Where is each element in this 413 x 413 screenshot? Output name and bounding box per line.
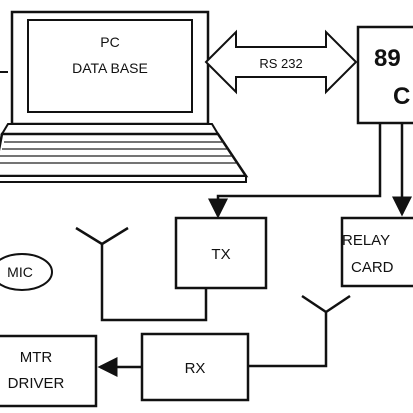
rx-label: RX bbox=[185, 360, 206, 377]
rx-antenna bbox=[248, 294, 351, 368]
motor-driver-label-line1: MTR bbox=[20, 349, 53, 366]
motor-driver-box bbox=[0, 334, 98, 408]
mic-block: MIC bbox=[0, 253, 53, 291]
rs232-link: RS 232 bbox=[204, 29, 358, 95]
tx-antenna bbox=[75, 226, 208, 322]
rs232-double-arrow bbox=[204, 29, 358, 95]
rx-box bbox=[140, 332, 250, 402]
relay-label-line2: CARD bbox=[351, 259, 394, 276]
laptop-keyboard bbox=[0, 141, 236, 164]
tx-antenna-right-arm bbox=[101, 226, 129, 246]
database-label: DATA BASE bbox=[72, 60, 148, 76]
relay-card-box bbox=[340, 216, 413, 288]
tx-block: TX bbox=[174, 216, 268, 290]
rx-antenna-left-arm bbox=[301, 294, 327, 314]
rx-block: RX bbox=[140, 332, 250, 402]
mic-label: MIC bbox=[7, 264, 33, 280]
controller-connectors bbox=[208, 123, 412, 219]
tx-antenna-feed bbox=[100, 244, 208, 322]
laptop-base bbox=[0, 132, 249, 178]
relay-label-line1: RELAY bbox=[342, 232, 390, 249]
tx-label: TX bbox=[211, 246, 230, 263]
motor-driver-label-line2: DRIVER bbox=[8, 375, 65, 392]
laptop-screen bbox=[27, 19, 193, 113]
microcontroller-block: 89 C bbox=[356, 25, 413, 125]
mic-ellipse bbox=[0, 253, 53, 291]
pc-label: PC bbox=[100, 34, 119, 50]
relay-card-block: RELAY CARD bbox=[340, 216, 413, 288]
rx-antenna-right-arm bbox=[325, 294, 351, 314]
laptop-pc: PC DATA BASE bbox=[0, 10, 249, 183]
laptop-hinge bbox=[0, 123, 220, 135]
motor-driver-block: MTR DRIVER bbox=[0, 334, 98, 408]
microcontroller-label-line1: 89 bbox=[374, 45, 401, 72]
controller-to-tx-line bbox=[208, 123, 382, 219]
tx-box bbox=[174, 216, 268, 290]
rx-antenna-feed bbox=[248, 312, 328, 368]
rs232-label: RS 232 bbox=[259, 56, 302, 71]
microcontroller-label-line2: C bbox=[393, 83, 410, 110]
microcontroller-box bbox=[356, 25, 413, 125]
tx-antenna-left-arm bbox=[75, 226, 103, 246]
laptop-lip bbox=[0, 175, 247, 183]
